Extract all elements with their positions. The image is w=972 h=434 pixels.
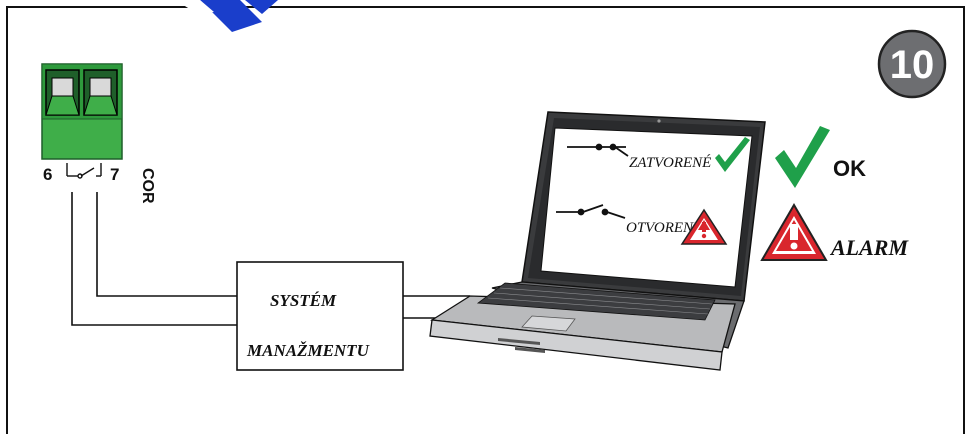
brand-logo-fragment [175, 0, 278, 32]
laptop-touchpad [521, 315, 576, 332]
step-badge: 10 [877, 29, 947, 99]
warning-icon [680, 208, 728, 245]
alarm-warning-icon [760, 203, 828, 261]
terminal-label-cor: COR [139, 168, 156, 204]
relay-contact-symbol [66, 163, 102, 179]
terminal-block [41, 63, 123, 160]
wiring [71, 192, 470, 326]
diagram-frame [6, 6, 965, 434]
alarm-label: ALARM [829, 235, 909, 260]
system-box-line2: MANAŽMENTU [246, 341, 370, 360]
terminal-pin-7: 7 [110, 165, 119, 184]
step-number: 10 [890, 43, 935, 87]
open-switch-icon [556, 204, 626, 219]
system-box: SYSTÉM MANAŽMENTU [236, 261, 404, 371]
check-icon [715, 137, 750, 172]
closed-switch-icon [567, 143, 629, 157]
screen-open-label: OTVORENÉ [626, 219, 702, 236]
laptop-screen [540, 127, 753, 288]
terminal-pin-6: 6 [43, 165, 52, 184]
laptop-keyboard [476, 282, 716, 321]
ok-check-icon [775, 126, 830, 188]
ok-label: OK [833, 156, 866, 181]
screen-closed-label: ZATVORENÉ [629, 154, 711, 171]
system-box-line1: SYSTÉM [270, 291, 337, 310]
laptop [429, 111, 766, 371]
